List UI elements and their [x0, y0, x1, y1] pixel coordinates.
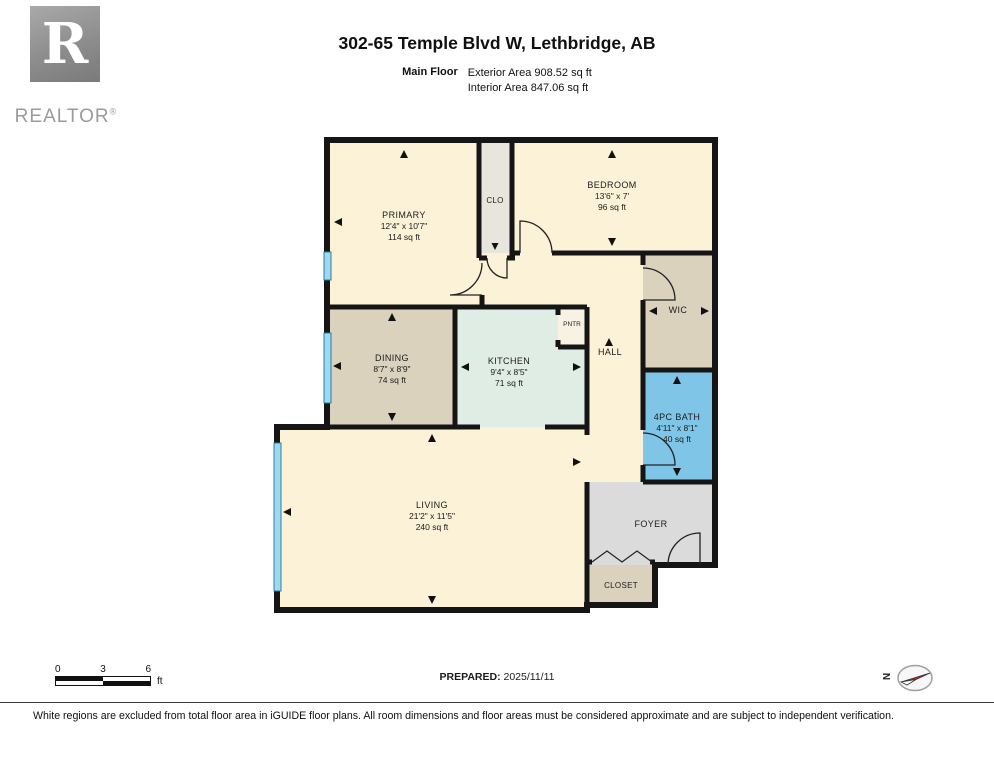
interior-walls [327, 140, 715, 605]
window-dining [323, 332, 332, 404]
room-labels: PRIMARY 12'4" x 10'7" 114 sq ft CLO BEDR… [373, 180, 701, 590]
room-kitchen-dims: 9'4" x 8'5" [490, 367, 527, 377]
scale-tick-6: 6 [145, 664, 151, 675]
room-bath-floor [643, 370, 715, 482]
scale-seg [56, 677, 103, 681]
registered-mark: ® [109, 106, 118, 117]
window-primary [323, 251, 332, 281]
room-bedroom-name: BEDROOM [587, 180, 636, 190]
room-bedroom-area: 96 sq ft [598, 202, 627, 212]
room-pntr-floor [558, 307, 587, 347]
door-arcs [449, 220, 701, 566]
prepared-label: PREPARED: [439, 671, 501, 683]
room-fills [277, 140, 715, 610]
prepared-date: 2025/11/11 [503, 671, 555, 683]
room-clo-floor [479, 140, 512, 258]
room-primary-name: PRIMARY [382, 210, 426, 220]
room-primary-dims: 12'4" x 10'7" [381, 221, 428, 231]
closet-bifold-door [591, 550, 653, 563]
room-dining-name: DINING [375, 353, 409, 363]
room-primary-area: 114 sq ft [388, 232, 421, 242]
room-kitchen-name: KITCHEN [488, 356, 530, 366]
scale-tick-3: 3 [100, 664, 106, 675]
room-dining-dims: 8'7" x 8'9" [373, 364, 410, 374]
prepared-line: PREPARED: 2025/11/11 [0, 671, 994, 683]
compass-north-label: N [880, 672, 892, 681]
realtor-wordmark-text: REALTOR [14, 106, 110, 127]
hall-upper-floor [482, 253, 643, 307]
floor-label: Main Floor [402, 66, 458, 78]
exterior-wall [274, 137, 718, 613]
page-title: 302-65 Temple Blvd W, Lethbridge, AB [338, 33, 656, 53]
room-living-floor [277, 427, 587, 610]
scale-seg [103, 677, 150, 681]
room-foyer-name: FOYER [634, 519, 667, 529]
scale-unit: ft [157, 676, 163, 687]
room-closet-floor [587, 565, 655, 605]
room-living-dims: 21'2" x 11'5" [409, 511, 455, 521]
realtor-logo-letter: R [41, 11, 89, 77]
windows [273, 251, 332, 592]
scale-bar: 0 3 6 ft [55, 664, 175, 687]
room-closet-name: CLOSET [604, 581, 638, 590]
scale-ticks: 0 3 6 [55, 664, 151, 675]
room-kitchen-area: 71 sq ft [495, 378, 524, 388]
room-primary-floor [327, 140, 482, 307]
room-pntr-name: PNTR [563, 321, 581, 328]
room-bath-area: 40 sq ft [663, 434, 692, 444]
room-clo-name: CLO [486, 196, 503, 205]
room-dining-area: 74 sq ft [378, 375, 407, 385]
compass-needle-icon [897, 664, 933, 692]
realtor-logo-icon: R [30, 6, 100, 82]
scale-tick-0: 0 [55, 664, 61, 675]
exterior-area: Exterior Area 908.52 sq ft [467, 67, 592, 79]
room-bath-name: 4PC BATH [654, 412, 701, 422]
disclaimer-text: White regions are excluded from total fl… [33, 710, 894, 722]
area-summary: Main Floor Exterior Area 908.52 sq ft In… [0, 66, 994, 96]
realtor-wordmark: REALTOR® [2, 106, 130, 128]
hall-corridor-floor [587, 307, 643, 482]
room-bath-dims: 4'11" x 8'1" [656, 423, 697, 433]
scale-seg [56, 681, 103, 685]
window-living [273, 442, 282, 592]
room-dining-floor [327, 307, 455, 427]
footer-divider [0, 702, 994, 703]
scale-seg [103, 681, 150, 685]
interior-area: Interior Area 847.06 sq ft [467, 82, 589, 94]
room-bedroom-dims: 13'6" x 7' [595, 191, 630, 201]
room-hall-name: HALL [598, 347, 622, 357]
room-living-area: 240 sq ft [416, 522, 449, 532]
compass: N [878, 660, 942, 696]
area-lines: Exterior Area 908.52 sq ft Interior Area… [468, 66, 592, 96]
room-living-name: LIVING [416, 500, 448, 510]
scale-bar-graphic [55, 676, 151, 686]
room-wic-name: WIC [669, 305, 688, 315]
room-foyer-floor [587, 482, 715, 565]
